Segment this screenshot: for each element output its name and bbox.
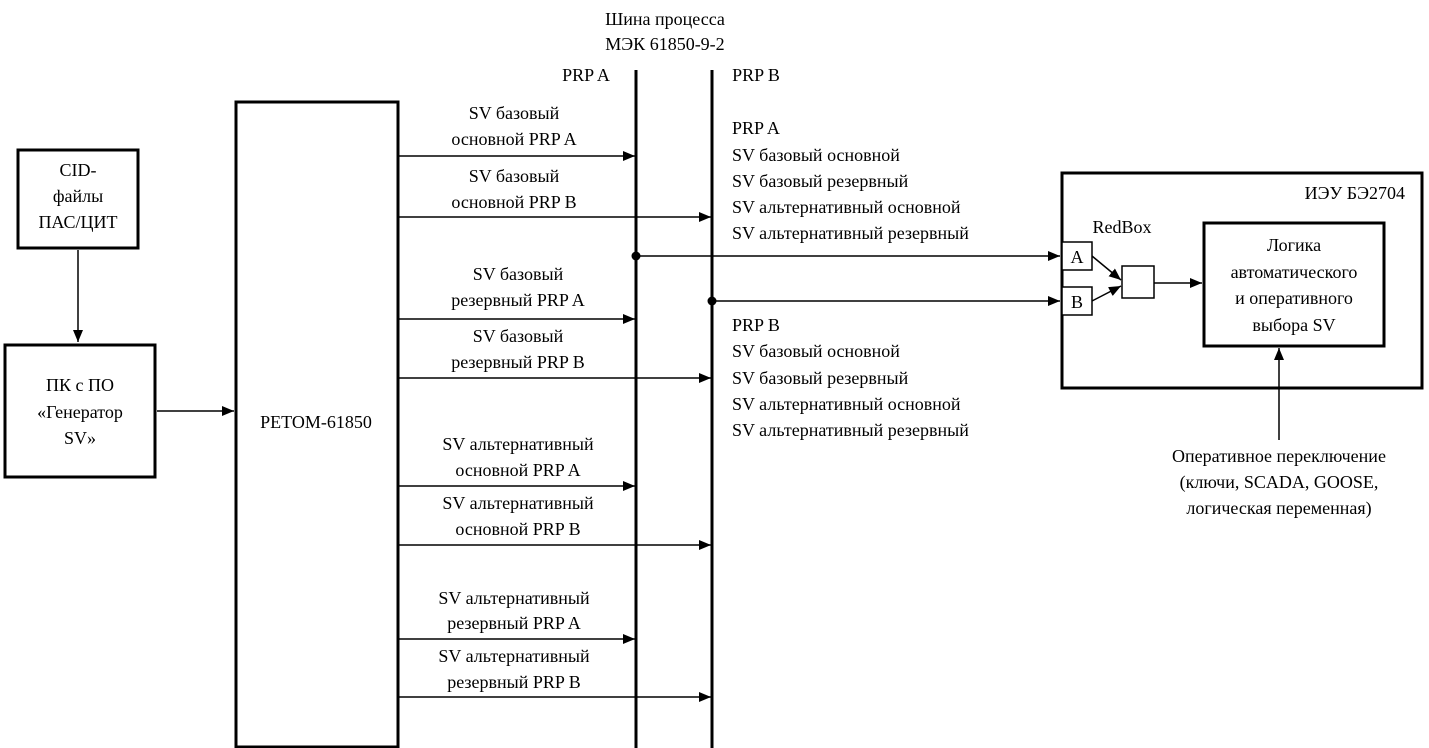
redbox-label: RedBox [1092, 217, 1151, 237]
redbox-merger-box [1121, 265, 1155, 299]
stream-8-line2: резервный PRP B [447, 672, 581, 692]
stream-1-line2: основной PRP A [451, 129, 576, 149]
prp-a-list-item-3: SV альтернативный основной [732, 197, 961, 217]
pc-box-line2: «Генератор [37, 402, 123, 422]
stream-2-line1: SV базовый [469, 166, 560, 186]
stream-3-line2: резервный PRP A [451, 290, 585, 310]
prp-a-list-header: PRP A [732, 118, 780, 138]
stream-1-line1: SV базовый [469, 103, 560, 123]
stream-7-line2: резервный PRP A [447, 613, 581, 633]
logic-line3: и оперативного [1235, 288, 1353, 308]
stream-2-line2: основной PRP B [451, 192, 576, 212]
stream-5-line2: основной PRP A [455, 460, 580, 480]
stream-6-line2: основной PRP B [455, 519, 580, 539]
pc-generator-box [3, 343, 157, 479]
prp-a-list-item-4: SV альтернативный резервный [732, 223, 969, 243]
logic-box [1202, 221, 1386, 348]
prp-a-list-item-1: SV базовый основной [732, 145, 900, 165]
logic-line4: выбора SV [1252, 315, 1335, 335]
cid-box-line2: файлы [53, 186, 103, 206]
stream-3-line1: SV базовый [473, 264, 564, 284]
prp-b-list-header: PRP B [732, 315, 780, 335]
ied-title: ИЭУ БЭ2704 [1305, 183, 1405, 203]
bus-title-line1: Шина процесса [605, 9, 725, 29]
port-a-to-merger-arrow [1091, 255, 1122, 281]
retom-box [234, 100, 400, 748]
logic-line2: автоматического [1231, 262, 1358, 282]
port-b-to-merger-arrow [1091, 285, 1122, 302]
port-a-box [1061, 241, 1093, 271]
bus-label-prp-b: PRP B [732, 65, 780, 85]
stream-4-line1: SV базовый [473, 326, 564, 346]
pc-box-line1: ПК с ПО [46, 375, 114, 395]
stream-6-line1: SV альтернативный [442, 493, 594, 513]
switching-line1: Оперативное переключение [1172, 446, 1386, 466]
port-b-box [1061, 286, 1093, 316]
prp-b-list-item-2: SV базовый резервный [732, 368, 909, 388]
logic-line1: Логика [1267, 235, 1321, 255]
stream-7-line1: SV альтернативный [438, 588, 590, 608]
cid-box-line1: CID- [60, 160, 97, 180]
prp-b-list-item-3: SV альтернативный основной [732, 394, 961, 414]
prp-b-list-item-1: SV базовый основной [732, 341, 900, 361]
pc-box-line3: SV» [64, 428, 96, 448]
cid-files-box [16, 148, 140, 250]
retom-label: РЕТОМ-61850 [260, 412, 372, 432]
port-b-label: B [1071, 292, 1083, 312]
switching-line2: (ключи, SCADA, GOOSE, [1180, 472, 1379, 493]
stream-4-line2: резервный PRP B [451, 352, 585, 372]
prp-b-list-item-4: SV альтернативный резервный [732, 420, 969, 440]
prp-a-list-item-2: SV базовый резервный [732, 171, 909, 191]
stream-5-line1: SV альтернативный [442, 434, 594, 454]
bus-title-line2: МЭК 61850-9-2 [605, 34, 724, 54]
stream-8-line1: SV альтернативный [438, 646, 590, 666]
switching-line3: логическая переменная) [1186, 498, 1371, 519]
cid-box-line3: ПАС/ЦИТ [38, 212, 117, 232]
bus-label-prp-a: PRP A [562, 65, 610, 85]
port-a-label: A [1071, 247, 1084, 267]
